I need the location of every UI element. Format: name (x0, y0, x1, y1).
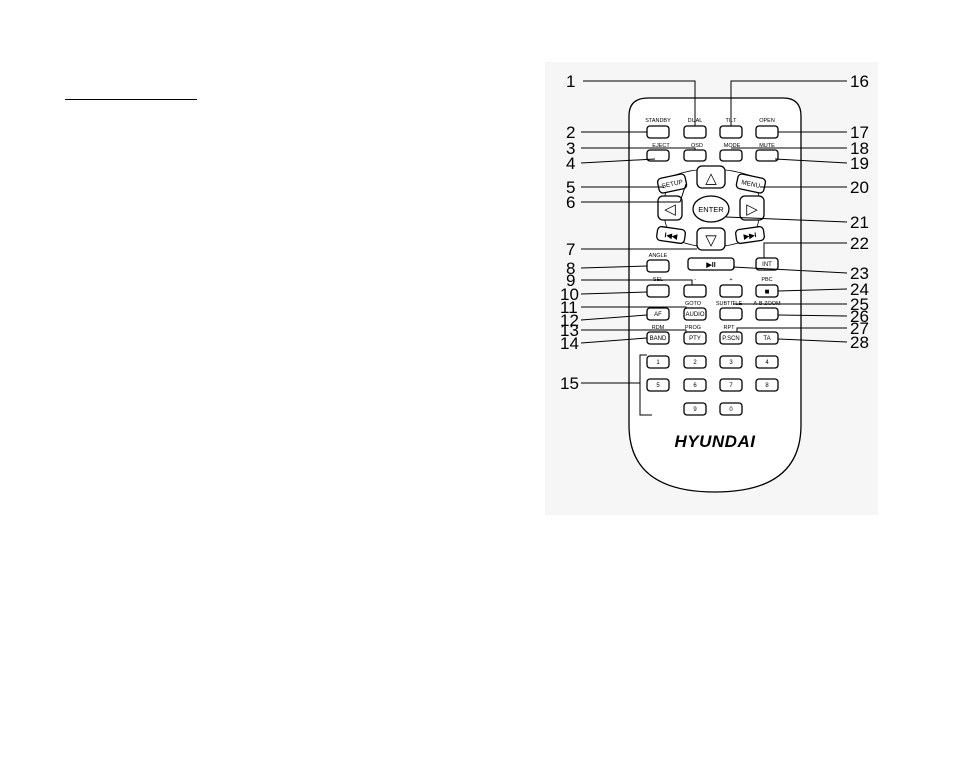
enter-button[interactable]: ENTER (693, 196, 729, 222)
band-button[interactable]: BAND (647, 332, 669, 344)
rpt-label: RPT (724, 325, 736, 331)
left-arrow-button[interactable]: ◁ (658, 196, 682, 220)
plus-label: + (729, 277, 732, 283)
right-arrow-button[interactable]: ▷ (740, 196, 764, 220)
play-pause-icon: ▶II (705, 262, 715, 269)
ta-button-text: TA (763, 336, 770, 342)
down-arrow-icon: ▽ (705, 232, 717, 249)
pbc-stop-button[interactable]: ■ (756, 285, 778, 297)
up-arrow-button[interactable]: △ (697, 166, 725, 188)
pty-button[interactable]: PTY (684, 332, 706, 344)
band-button-text: BAND (650, 336, 667, 342)
open-label: OPEN (759, 118, 775, 124)
ta-button[interactable]: TA (756, 332, 778, 344)
callout-6: 6 (566, 193, 575, 212)
audio-button-text: AUDIO (685, 312, 704, 318)
number-6-button[interactable]: 6 (684, 379, 706, 391)
callout-7: 7 (566, 240, 575, 259)
angle-button[interactable] (647, 260, 669, 272)
right-arrow-icon: ▷ (746, 201, 758, 218)
up-arrow-icon: △ (705, 170, 717, 187)
osd-button[interactable] (684, 150, 706, 161)
pscn-button-text: P.SCN (722, 336, 740, 342)
mode-button[interactable] (720, 150, 742, 161)
tilt-button[interactable] (720, 126, 742, 138)
open-button[interactable] (756, 126, 778, 138)
number-5-button[interactable]: 5 (647, 379, 669, 391)
prog-label: PROG (685, 325, 701, 331)
int-button-text: INT (762, 262, 772, 268)
callout-4: 4 (566, 154, 575, 173)
plus-button[interactable] (720, 285, 742, 297)
callout-22: 22 (850, 234, 869, 253)
number-9-button[interactable]: 9 (684, 403, 706, 415)
goto-label: GOTO (685, 301, 702, 307)
dual-button[interactable] (684, 126, 706, 138)
left-arrow-icon: ◁ (664, 201, 676, 218)
callout-1: 1 (566, 72, 575, 91)
minus-button[interactable] (684, 285, 706, 297)
zoom-button[interactable] (756, 308, 778, 320)
play-pause-button[interactable]: ▶II (688, 258, 734, 270)
angle-label: ANGLE (649, 253, 668, 259)
callout-16: 16 (850, 72, 869, 91)
enter-button-text: ENTER (698, 205, 724, 214)
callout-28: 28 (850, 333, 869, 352)
number-0-button[interactable]: 0 (720, 403, 742, 415)
previous-button[interactable]: I◀◀ (656, 226, 686, 244)
sel-button[interactable] (647, 285, 669, 297)
number-2-button[interactable]: 2 (684, 356, 706, 368)
callout-20: 20 (850, 178, 869, 197)
next-button[interactable]: ▶▶I (735, 226, 765, 244)
callout-14: 14 (560, 334, 579, 353)
down-arrow-button[interactable]: ▽ (697, 228, 725, 250)
af-button-text: AF (654, 312, 662, 318)
audio-button[interactable]: AUDIO (684, 308, 706, 320)
number-3-button[interactable]: 3 (720, 356, 742, 368)
callout-19: 19 (850, 154, 869, 173)
af-button[interactable]: AF (647, 308, 669, 320)
number-8-button[interactable]: 8 (756, 379, 778, 391)
brand-logo: HYUNDAI (675, 432, 757, 451)
number-7-button[interactable]: 7 (720, 379, 742, 391)
minus-label: - (694, 277, 696, 283)
standby-label: STANDBY (645, 118, 671, 124)
pty-button-text: PTY (689, 336, 701, 342)
standby-button[interactable] (647, 126, 669, 138)
number-1-button[interactable]: 1 (647, 356, 669, 368)
callout-21: 21 (850, 213, 869, 232)
pbc-label: PBC (761, 277, 772, 283)
callout-15: 15 (560, 374, 579, 393)
subtitle-button[interactable] (720, 308, 742, 320)
number-4-button[interactable]: 4 (756, 356, 778, 368)
stop-icon: ■ (765, 287, 770, 296)
pscn-button[interactable]: P.SCN (720, 332, 742, 344)
mute-button[interactable] (756, 150, 778, 161)
